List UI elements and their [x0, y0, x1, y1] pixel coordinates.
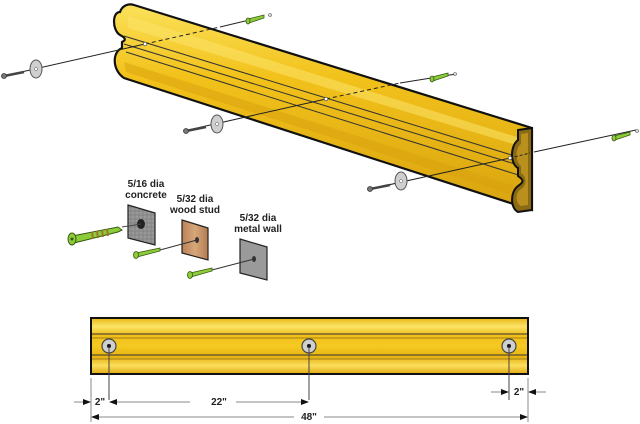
dim-total-length: 48" [301, 412, 317, 423]
rail-groove-bottom [125, 51, 529, 179]
guard-rail-isometric [112, 3, 534, 214]
dimension-lines: 2" 22" 2" 48" [74, 346, 546, 423]
metal-anchor-icon [187, 267, 213, 279]
legend-concrete-size: 5/16 dia [128, 179, 165, 190]
rail-lower-shade [124, 62, 528, 200]
screw-icon [367, 183, 391, 192]
screw-icon [1, 70, 25, 79]
dim-left-offset: 2" [95, 397, 106, 408]
anchor-icon [245, 13, 272, 25]
rail-upper-highlight [128, 16, 520, 146]
fastener-legend: 5/16 dia concrete 5/32 dia wood stud [67, 179, 282, 281]
concrete-anchor-icon [67, 226, 123, 246]
anchor-icon [611, 129, 639, 142]
anchor-icon [429, 72, 457, 83]
screw-icon [183, 125, 207, 134]
legend-metal-size: 5/32 dia [240, 213, 277, 224]
legend-wood-material: wood stud [169, 205, 220, 216]
wood-anchor-icon [133, 247, 161, 259]
legend-concrete: 5/16 dia concrete [67, 179, 167, 246]
legend-concrete-material: concrete [125, 190, 167, 201]
dim-spacing: 22" [211, 397, 227, 408]
fastener-assemblies [1, 13, 639, 192]
legend-wood-stud: 5/32 dia wood stud [133, 194, 220, 261]
dim-right-offset: 2" [514, 387, 525, 398]
legend-metal-material: metal wall [234, 224, 282, 235]
rail-groove-mid [123, 43, 529, 169]
rail-end-inner [516, 133, 528, 206]
legend-metal-wall: 5/32 dia metal wall [187, 213, 282, 281]
legend-wood-size: 5/32 dia [177, 194, 214, 205]
